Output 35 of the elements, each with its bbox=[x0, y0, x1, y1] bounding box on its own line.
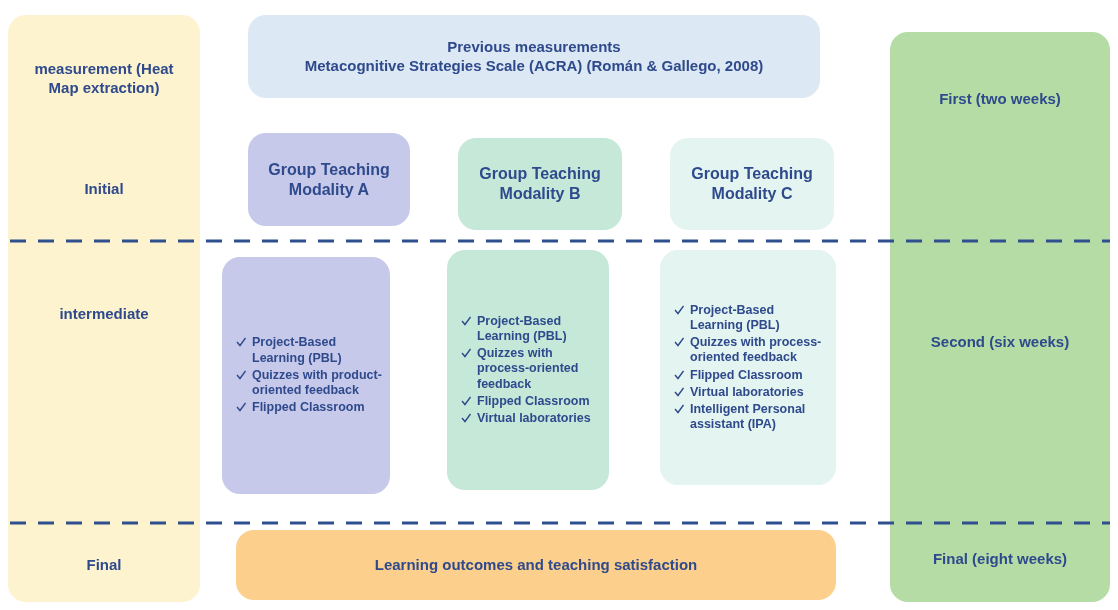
list-item: Project-Based Learning (PBL) bbox=[690, 302, 781, 333]
activity-list-box bbox=[660, 250, 836, 485]
list-item: Flipped Classroom bbox=[252, 400, 365, 416]
phase-band bbox=[890, 32, 1110, 602]
list-item: Flipped Classroom bbox=[690, 367, 803, 383]
activity-list-box bbox=[222, 257, 390, 494]
phase-label: First (two weeks) bbox=[938, 90, 1062, 109]
box-text: Group Teaching Modality C bbox=[690, 164, 814, 204]
info-box bbox=[670, 138, 834, 230]
box-text: Previous measurements bbox=[447, 37, 621, 57]
phase-label: Second (six weeks) bbox=[929, 333, 1071, 352]
info-box bbox=[458, 138, 622, 230]
phase-label: Final (eight weeks) bbox=[931, 550, 1069, 569]
list-item: Flipped Classroom bbox=[477, 393, 590, 410]
list-item: Virtual laboratories bbox=[477, 411, 591, 427]
phase-label: Final bbox=[85, 556, 123, 575]
info-box bbox=[248, 15, 820, 98]
phase-label: Initial bbox=[83, 180, 125, 199]
box-text: Group Teaching Modality B bbox=[478, 164, 602, 204]
list-item: Quizzes with product-oriented feedback bbox=[252, 367, 382, 399]
box-text: Group Teaching Modality A bbox=[267, 159, 391, 200]
info-box bbox=[248, 133, 410, 226]
list-item: Project-Based Learning (PBL) bbox=[252, 335, 343, 366]
list-item: Quizzes with process-oriented feedback bbox=[477, 346, 580, 392]
list-item: Virtual laboratories bbox=[690, 384, 804, 400]
phase-band bbox=[8, 15, 200, 602]
phase-label: intermediate bbox=[58, 305, 150, 324]
box-text: Metacognitive Strategies Scale (ACRA) (Román & Gallego, 2008) bbox=[304, 56, 764, 76]
activity-list-box bbox=[447, 250, 609, 490]
info-box bbox=[236, 530, 836, 600]
list-item: Intelligent Personal assistant (IPA) bbox=[690, 402, 807, 433]
box-text: Learning outcomes and teaching satisfaction bbox=[374, 555, 698, 575]
list-item: Project-Based Learning (PBL) bbox=[477, 313, 568, 345]
list-item: Quizzes with process-oriented feedback bbox=[690, 335, 823, 366]
phase-label: measurement (Heat Map extraction) bbox=[33, 60, 175, 98]
